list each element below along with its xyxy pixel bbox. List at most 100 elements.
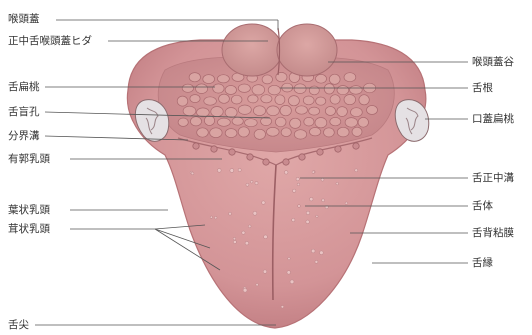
label-lingual-tonsil: 舌扁桃 <box>8 81 40 93</box>
label-vallate-papillae: 有郭乳頭 <box>8 153 50 165</box>
tonsil-follicle <box>238 105 251 114</box>
tonsil-follicle <box>225 129 237 138</box>
tonsil-follicle <box>219 94 230 103</box>
tonsil-follicle <box>267 127 280 136</box>
vallate-papilla <box>263 159 269 165</box>
tonsil-follicle <box>316 74 327 83</box>
fungiform-papilla <box>306 211 310 215</box>
label-median-sulcus: 舌正中溝 <box>472 172 514 184</box>
tonsil-follicle <box>197 128 209 137</box>
fungiform-papilla <box>210 216 212 218</box>
tonsil-follicle <box>178 118 188 126</box>
tonsil-follicle <box>182 84 193 92</box>
tonsil-follicle <box>303 96 314 105</box>
tonsil-follicle <box>358 117 368 127</box>
vallate-papilla <box>353 143 359 149</box>
tonsil-follicle <box>232 117 243 125</box>
tonsil-follicle <box>359 95 369 105</box>
tonsil-follicle <box>304 117 314 126</box>
fungiform-papilla <box>256 283 259 286</box>
fungiform-papilla <box>233 240 236 243</box>
epiglottis-left-lobe <box>222 24 282 76</box>
vallate-papilla <box>229 149 235 155</box>
tonsil-follicle <box>183 106 196 116</box>
fungiform-papilla <box>345 202 348 205</box>
tonsil-follicle <box>294 130 306 139</box>
label-tip-of-tongue: 舌尖 <box>8 319 29 331</box>
label-foramen-cecum: 舌盲孔 <box>8 106 40 118</box>
tonsil-follicle <box>245 119 258 127</box>
tonsil-follicle <box>352 127 362 136</box>
tonsil-follicle <box>196 84 208 94</box>
tonsil-follicle <box>309 128 320 136</box>
tonsil-follicle <box>280 105 291 115</box>
fungiform-papilla <box>281 306 284 309</box>
fungiform-papilla <box>246 183 249 186</box>
tonsil-follicle <box>197 108 210 117</box>
tonsil-follicle <box>177 96 188 106</box>
tonsil-follicle <box>225 86 236 95</box>
tonsil-follicle <box>309 86 319 95</box>
vallate-papilla <box>335 146 341 152</box>
tonsil-follicle <box>238 84 250 92</box>
tonsil-follicle <box>248 95 258 103</box>
tonsil-follicle <box>268 85 280 95</box>
tonsil-follicle <box>275 117 286 127</box>
tonsil-follicle <box>296 106 308 114</box>
tonsil-follicle <box>315 118 327 128</box>
tonsil-follicle <box>231 95 242 104</box>
fungiform-papilla <box>284 171 288 175</box>
tonsil-follicle <box>330 117 341 125</box>
tonsil-follicle <box>288 96 299 106</box>
tongue-root <box>158 57 394 152</box>
fungiform-papilla <box>243 288 247 292</box>
tonsil-follicle <box>218 118 231 126</box>
tonsil-follicle <box>254 129 265 139</box>
fungiform-papilla <box>214 216 217 219</box>
tonsil-follicle <box>252 85 265 95</box>
tonsil-follicle <box>267 106 280 116</box>
tonsil-follicle <box>324 128 335 137</box>
label-palatine-tonsil: 口蓋扁桃 <box>472 113 514 125</box>
fungiform-papilla <box>250 181 253 184</box>
vallate-papilla <box>211 146 217 152</box>
tonsil-follicle <box>211 107 223 117</box>
fungiform-papilla <box>245 241 249 245</box>
epiglottis-right-lobe <box>277 24 337 76</box>
fungiform-papilla <box>264 235 268 239</box>
tonsil-follicle <box>253 106 265 116</box>
label-foliate-papillae: 葉状乳頭 <box>8 204 50 216</box>
tonsil-follicle <box>337 86 349 95</box>
fungiform-papilla <box>229 212 232 215</box>
tonsil-follicle <box>329 74 340 84</box>
label-body-of-tongue: 舌体 <box>472 200 493 212</box>
fungiform-papilla <box>297 183 300 186</box>
fungiform-papilla <box>306 220 310 224</box>
fungiform-papilla <box>292 218 295 221</box>
tonsil-follicle <box>350 86 363 95</box>
fungiform-papilla <box>315 260 318 263</box>
tonsil-follicle <box>281 128 291 137</box>
vallate-papilla <box>299 154 305 160</box>
fungiform-papilla <box>263 270 267 274</box>
fungiform-papilla <box>191 172 194 175</box>
tonsil-follicle <box>309 107 320 115</box>
fungiform-papilla <box>253 211 257 215</box>
label-epiglottis: 喉頭蓋 <box>8 13 40 25</box>
tonsil-follicle <box>238 127 249 137</box>
fungiform-papilla <box>316 215 318 217</box>
tonsil-follicle <box>204 97 217 105</box>
tonsil-follicle <box>190 117 201 126</box>
tonsil-follicle <box>275 95 285 105</box>
label-median-glossoepiglottic-fold: 正中舌喉頭蓋ヒダ <box>8 35 92 47</box>
fungiform-papilla <box>311 249 315 253</box>
fungiform-papilla <box>293 189 296 192</box>
fungiform-papilla <box>320 251 324 255</box>
fungiform-papilla <box>217 169 221 173</box>
tonsil-follicle <box>290 118 301 128</box>
tonsil-follicle <box>190 95 200 103</box>
fungiform-papilla <box>336 182 339 185</box>
label-vallecula: 喉頭蓋谷 <box>472 56 514 68</box>
fungiform-papilla <box>248 225 251 228</box>
